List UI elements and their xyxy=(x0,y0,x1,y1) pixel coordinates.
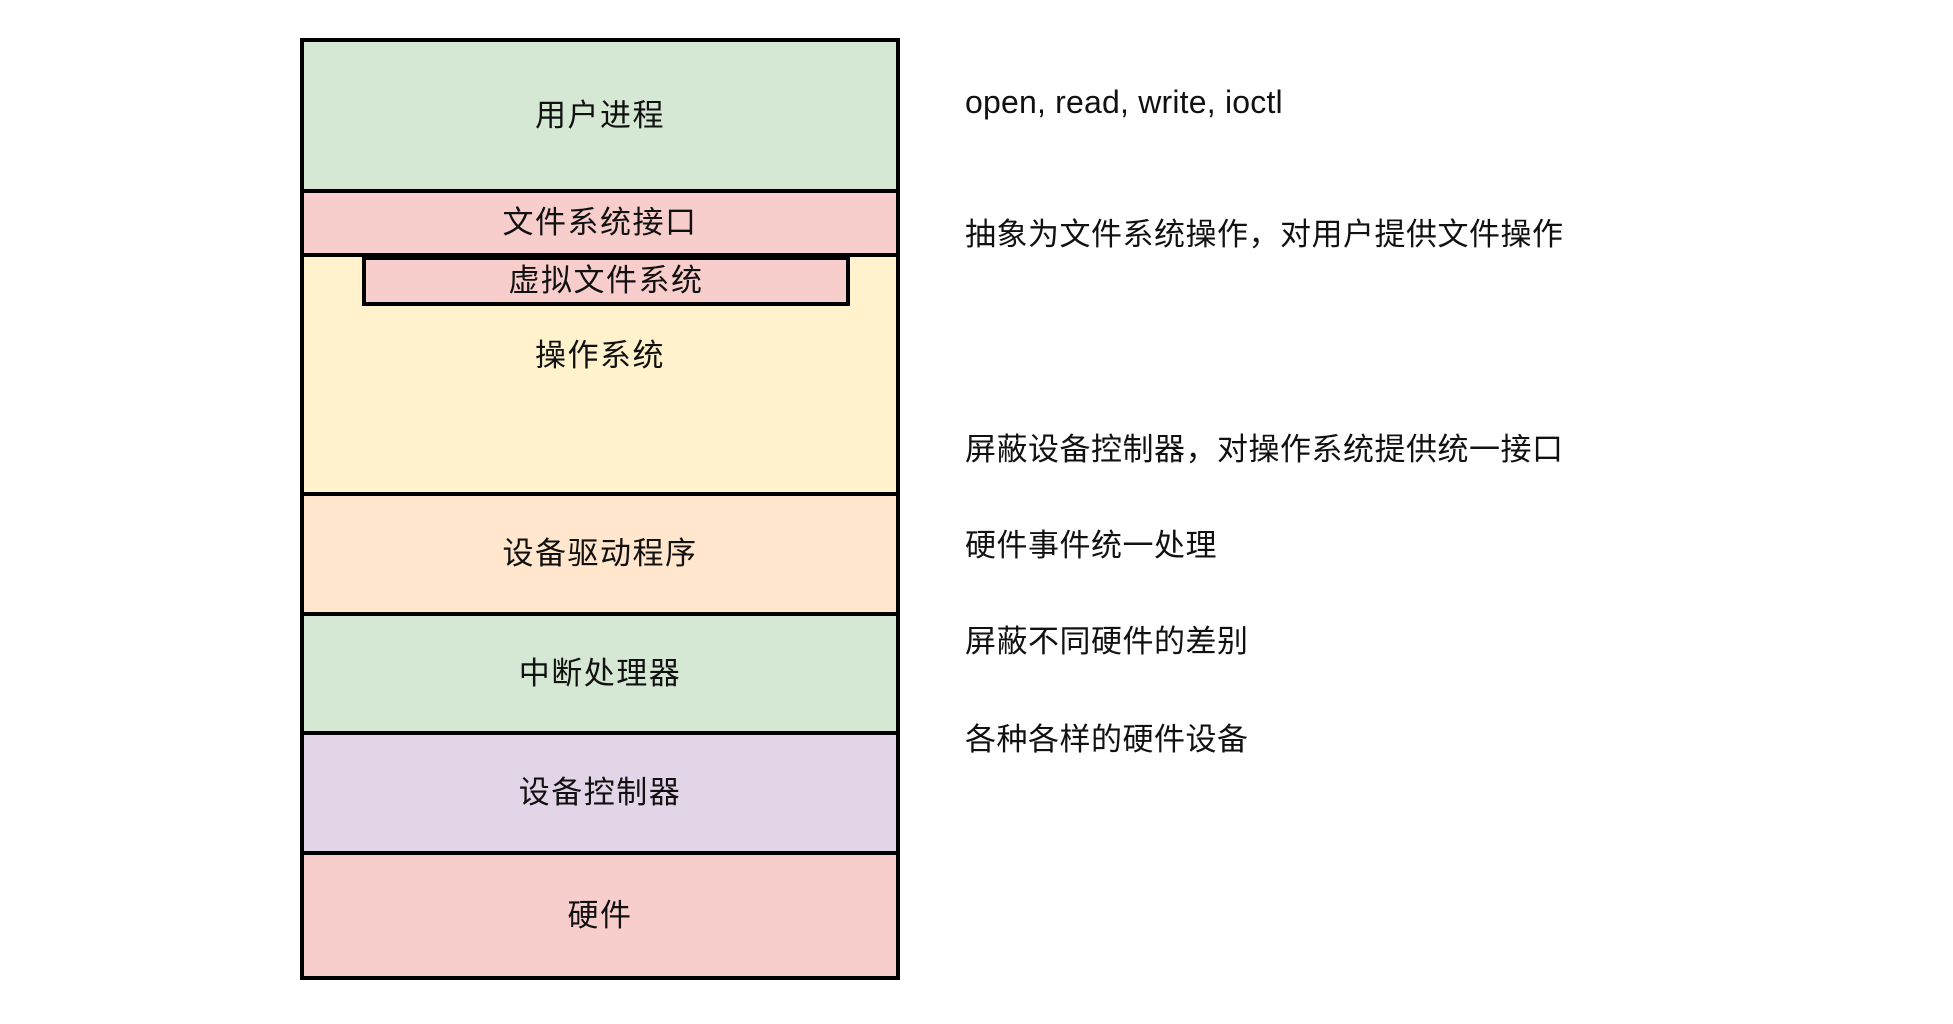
annotation-interrupt-handler: 硬件事件统一处理 xyxy=(965,528,1217,563)
layer-vfs[interactable]: 虚拟文件系统 xyxy=(362,256,850,306)
layer-operating-system-caption: 操作系统 xyxy=(304,337,896,374)
annotation-vfs: 抽象为文件系统操作，对用户提供文件操作 xyxy=(965,217,1564,252)
layer-device-controller[interactable]: 设备控制器 xyxy=(304,735,896,855)
annotation-device-driver: 屏蔽设备控制器，对操作系统提供统一接口 xyxy=(965,432,1564,467)
annotation-hardware: 各种各样的硬件设备 xyxy=(965,722,1249,757)
layer-device-driver[interactable]: 设备驱动程序 xyxy=(304,496,896,616)
layer-stack: 用户进程 文件系统接口 虚拟文件系统 操作系统 设备驱动程序 中断处理器 设备控… xyxy=(300,38,900,980)
annotation-user-process: open, read, write, ioctl xyxy=(965,84,1283,120)
layer-operating-system[interactable]: 虚拟文件系统 操作系统 xyxy=(304,256,896,496)
layer-fs-interface-label: 文件系统接口 xyxy=(502,205,698,241)
annotation-device-controller: 屏蔽不同硬件的差别 xyxy=(965,624,1249,659)
layer-hardware-label: 硬件 xyxy=(567,897,633,933)
layer-vfs-label: 虚拟文件系统 xyxy=(508,263,704,299)
annotation-column: open, read, write, ioctl 抽象为文件系统操作，对用户提供… xyxy=(965,0,1925,1024)
layer-user-process[interactable]: 用户进程 xyxy=(304,42,896,193)
layer-interrupt-handler-label: 中断处理器 xyxy=(518,655,682,691)
layer-device-controller-label: 设备控制器 xyxy=(518,775,682,811)
layer-hardware[interactable]: 硬件 xyxy=(304,855,896,976)
layer-interrupt-handler[interactable]: 中断处理器 xyxy=(304,616,896,735)
layer-operating-system-label: 操作系统 xyxy=(535,338,665,373)
layer-fs-interface[interactable]: 文件系统接口 xyxy=(304,193,896,257)
layer-device-driver-label: 设备驱动程序 xyxy=(502,536,698,572)
layer-user-process-label: 用户进程 xyxy=(535,97,665,133)
